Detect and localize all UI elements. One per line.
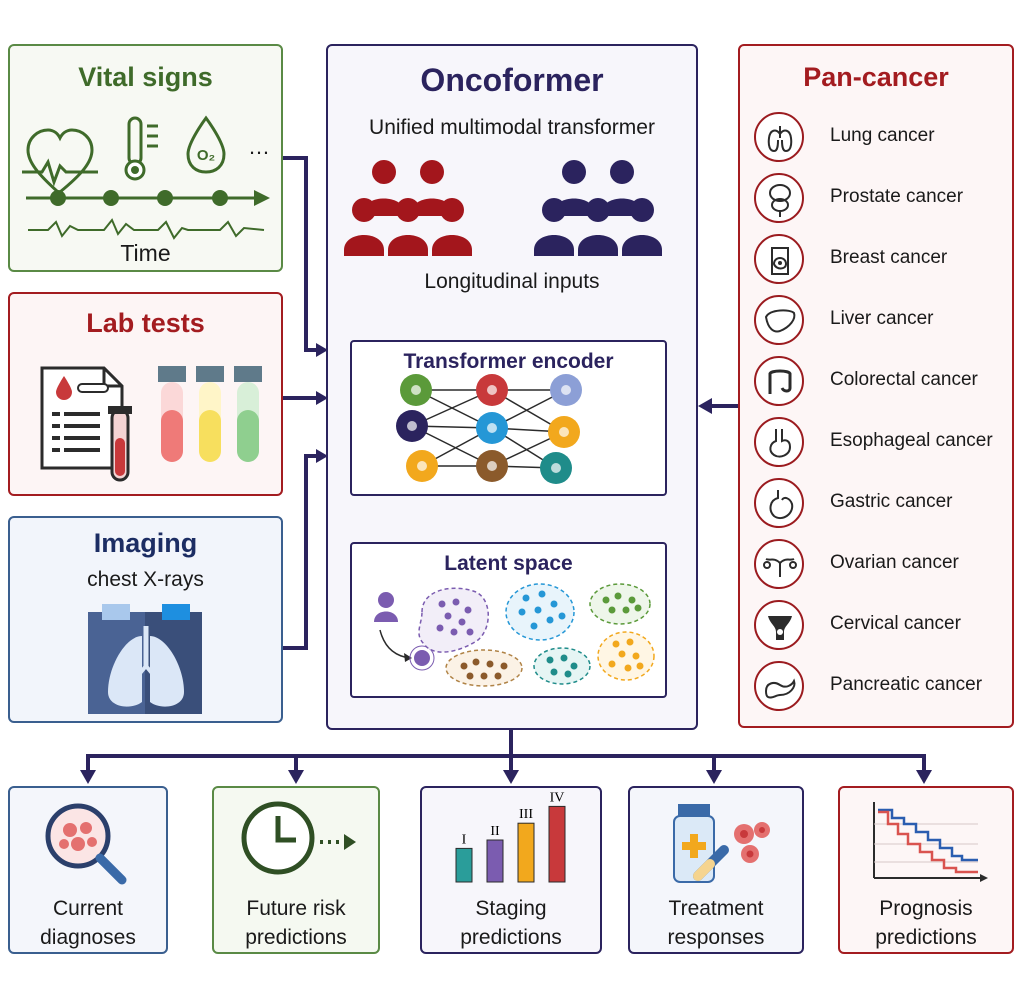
- timeline-arrow: [26, 190, 270, 206]
- stomach-icon: [754, 478, 804, 528]
- cancer-item: Gastric cancer: [754, 478, 1022, 530]
- output-label-line2: responses: [667, 926, 765, 949]
- cancer-label: Cervical cancer: [830, 613, 961, 634]
- stage-label: II: [490, 824, 500, 839]
- survival-curve-icon: [873, 802, 988, 882]
- cancer-item: Prostate cancer: [754, 173, 1022, 225]
- output-label-line1: Staging: [475, 897, 547, 920]
- cancer-label: Pancreatic cancer: [830, 674, 983, 695]
- vital-signs-title: Vital signs: [78, 62, 213, 92]
- neural-network-icon: [396, 374, 582, 484]
- model-subtitle: Unified multimodal transformer: [369, 116, 655, 139]
- output-current-diagnoses: Current diagnoses: [8, 786, 168, 954]
- vital-signs-illustration: O₂ …: [22, 115, 270, 240]
- cancer-item: Colorectal cancer: [754, 356, 1022, 408]
- heart-rate-icon: [22, 128, 98, 194]
- output-label-line1: Prognosis: [879, 897, 973, 920]
- patients-navy-icon: [534, 160, 662, 256]
- latent-space-box: Latent space: [350, 542, 667, 698]
- cancer-item: Ovarian cancer: [754, 539, 1022, 591]
- cancer-item: Breast cancer: [754, 234, 1022, 286]
- ellipsis: …: [248, 134, 270, 159]
- breast-icon: [754, 234, 804, 284]
- waveform: [28, 218, 265, 240]
- longitudinal-inputs-label: Longitudinal inputs: [424, 270, 600, 293]
- svg-text:O₂: O₂: [197, 147, 215, 164]
- output-treatment: Treatment responses: [628, 786, 804, 954]
- chest-xray-icon: [88, 604, 202, 714]
- encoder-title: Transformer encoder: [403, 350, 614, 373]
- output-label-line1: Future risk: [246, 897, 346, 920]
- cancer-item: Liver cancer: [754, 295, 1022, 347]
- output-prognosis: Prognosis predictions: [838, 786, 1014, 954]
- latent-title: Latent space: [444, 552, 573, 575]
- cancer-label: Esophageal cancer: [830, 430, 993, 451]
- cancer-label: Colorectal cancer: [830, 369, 978, 390]
- output-label-line2: diagnoses: [40, 926, 136, 949]
- cancer-label: Breast cancer: [830, 247, 948, 268]
- oxygen-drop-icon: O₂: [186, 115, 226, 174]
- cancer-label: Ovarian cancer: [830, 552, 959, 573]
- output-label-line1: Treatment: [668, 897, 764, 920]
- stage-bar: [455, 847, 473, 883]
- output-label-line2: predictions: [875, 926, 977, 949]
- time-label: Time: [120, 240, 171, 266]
- cancer-item: Cervical cancer: [754, 600, 1022, 652]
- output-label-line1: Current: [52, 897, 124, 920]
- clock-icon: [241, 801, 356, 875]
- ovary-icon: [754, 539, 804, 589]
- stage-label: III: [519, 807, 533, 822]
- oncoformer-panel: Oncoformer Unified multimodal transforme…: [326, 44, 698, 730]
- lab-tests-panel: Lab tests: [8, 292, 283, 496]
- imaging-panel: Imaging chest X-rays: [8, 516, 283, 723]
- cervix-icon: [754, 600, 804, 650]
- prostate-icon: [754, 173, 804, 223]
- cancer-label: Liver cancer: [830, 308, 934, 329]
- patients-red-icon: [344, 160, 472, 256]
- cancer-item: Pancreatic cancer: [754, 661, 1022, 713]
- output-label-line2: predictions: [245, 926, 347, 949]
- lungs-icon: [754, 112, 804, 162]
- cancer-label: Gastric cancer: [830, 491, 953, 512]
- patient-icon: [374, 592, 435, 671]
- test-tubes-icon: [158, 366, 262, 462]
- medication-icon: [673, 804, 770, 883]
- model-title: Oncoformer: [420, 62, 604, 98]
- magnifier-icon: [45, 803, 127, 885]
- cancer-item: Lung cancer: [754, 112, 1022, 164]
- pan-cancer-title: Pan-cancer: [803, 62, 949, 92]
- cancer-item: Esophageal cancer: [754, 417, 1022, 469]
- thermometer-icon: [124, 116, 158, 181]
- cancer-label: Lung cancer: [830, 125, 935, 146]
- stage-bar: [486, 839, 504, 883]
- cancer-label: Prostate cancer: [830, 186, 964, 207]
- transformer-encoder-box: Transformer encoder: [350, 340, 667, 496]
- patient-groups-icon: [344, 160, 662, 256]
- latent-clusters-illustration: [374, 583, 655, 687]
- stage-bar: [548, 805, 566, 883]
- stage-label: IV: [550, 790, 565, 805]
- stage-label: I: [462, 832, 467, 847]
- imaging-subtitle: chest X-rays: [87, 568, 204, 591]
- output-future-risk: Future risk predictions: [212, 786, 380, 954]
- liver-icon: [754, 295, 804, 345]
- lab-tests-illustration: [40, 366, 262, 482]
- lab-report-icon: [40, 366, 132, 482]
- output-label-line2: predictions: [460, 926, 562, 949]
- stage-bar: [517, 822, 535, 883]
- imaging-title: Imaging: [93, 528, 198, 558]
- pancreas-icon: [754, 661, 804, 711]
- colon-icon: [754, 356, 804, 406]
- vital-signs-panel: Vital signs O₂ …: [8, 44, 283, 272]
- esophagus-icon: [754, 417, 804, 467]
- lab-tests-title: Lab tests: [86, 308, 205, 338]
